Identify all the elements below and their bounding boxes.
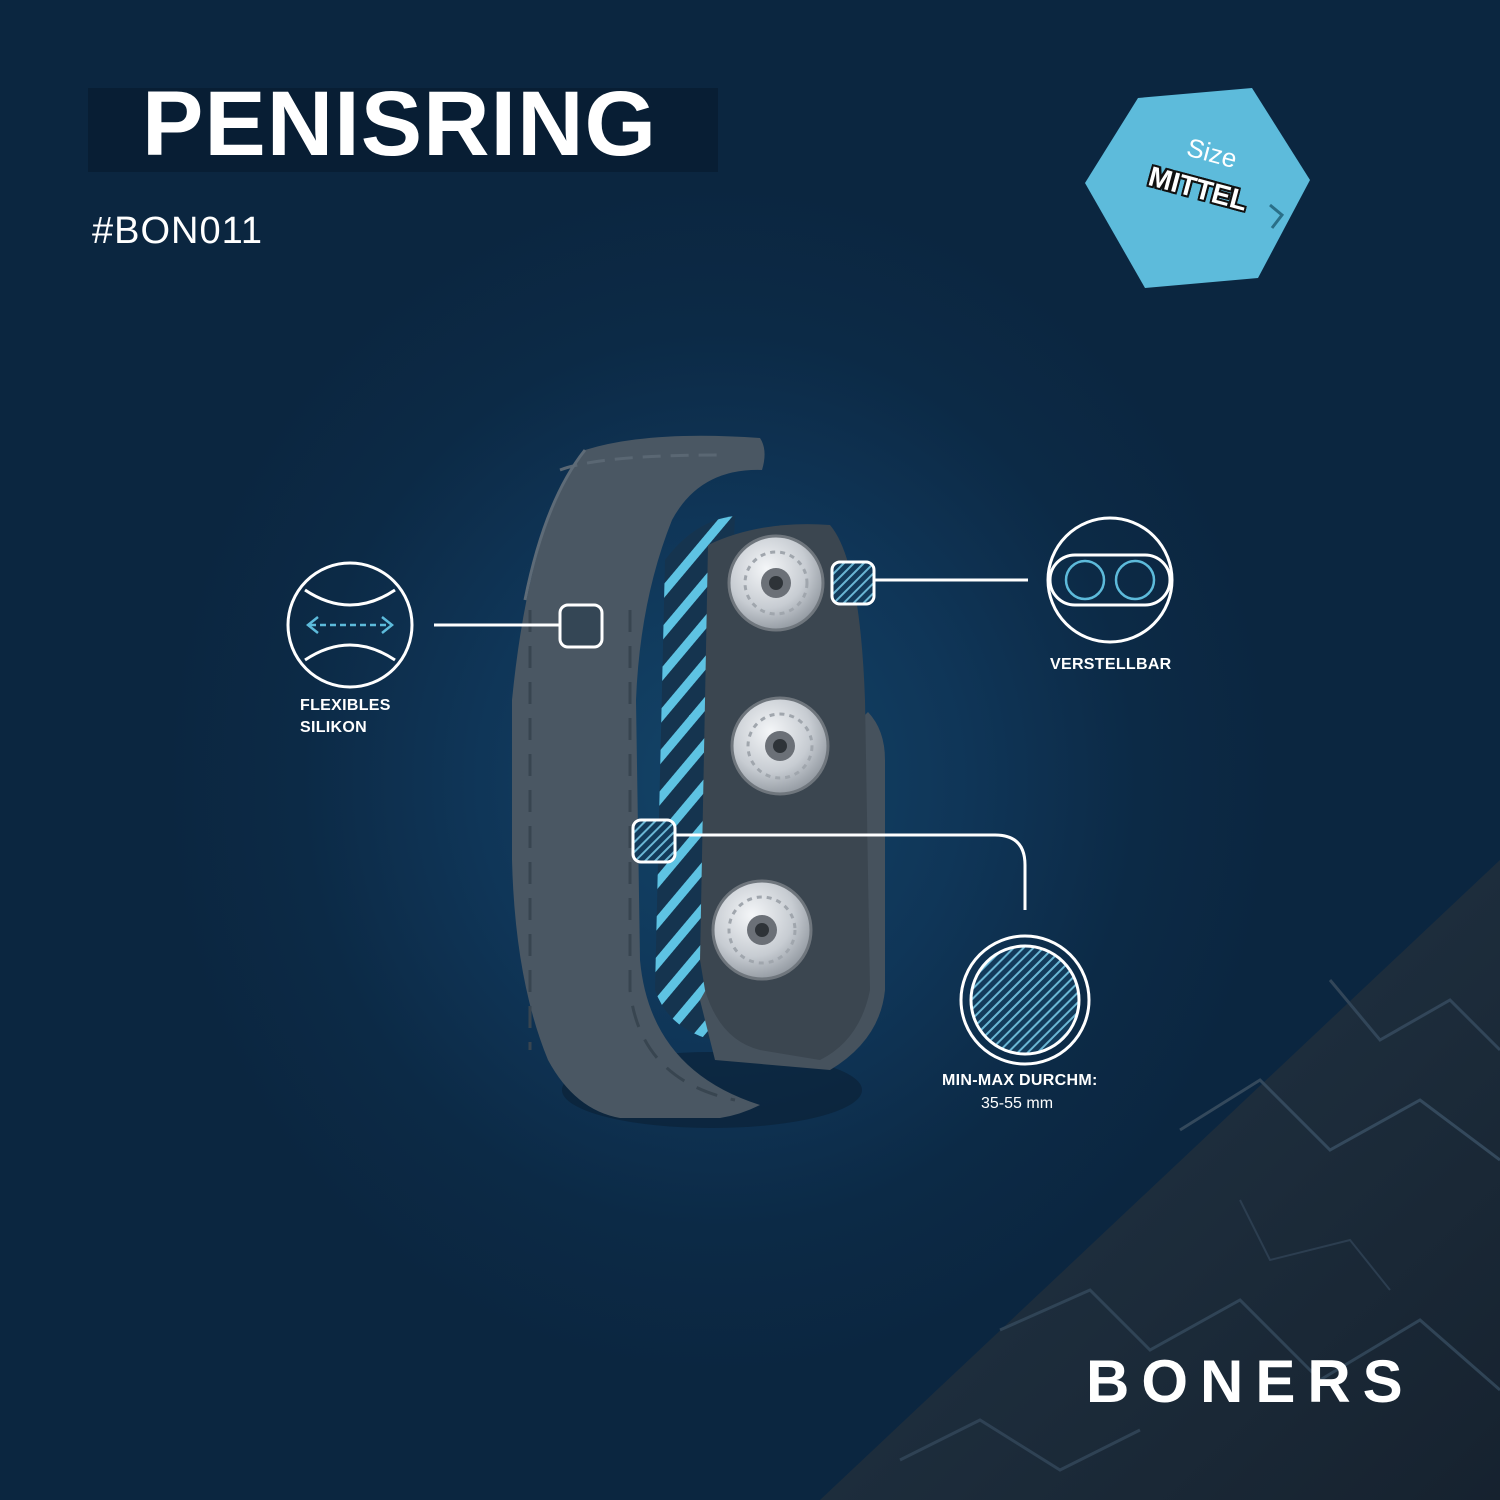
feature-diameter-value: 35-55 mm <box>981 1095 1054 1112</box>
snap-button-top <box>727 534 825 632</box>
flex-arrows-icon <box>286 561 414 689</box>
callout-adjustable <box>830 560 1028 606</box>
snap-button-middle <box>730 696 830 796</box>
feature-flexible-line1: FLEXIBLES <box>300 697 391 714</box>
stone-texture-corner <box>820 860 1500 1500</box>
title-backdrop <box>88 88 718 172</box>
feature-adjustable-label: VERSTELLBAR <box>1050 656 1172 673</box>
callout-diameter <box>631 818 1027 910</box>
feature-flexible-line2: SILIKON <box>300 719 367 736</box>
silicone-ring <box>512 435 885 1128</box>
size-badge-hexagon <box>1085 88 1310 288</box>
product-sku: #BON011 <box>92 210 264 252</box>
snap-button-bottom <box>711 879 813 981</box>
feature-diameter-label: MIN-MAX DURCHM: <box>942 1072 1098 1089</box>
callout-flexible <box>434 603 604 649</box>
hatched-circle-icon <box>959 934 1091 1066</box>
page-title: PENISRING <box>142 73 658 175</box>
size-badge-shadow <box>1269 203 1285 229</box>
brand-logo: BONERS <box>1086 1348 1415 1415</box>
adjust-circles-icon <box>1046 516 1174 644</box>
